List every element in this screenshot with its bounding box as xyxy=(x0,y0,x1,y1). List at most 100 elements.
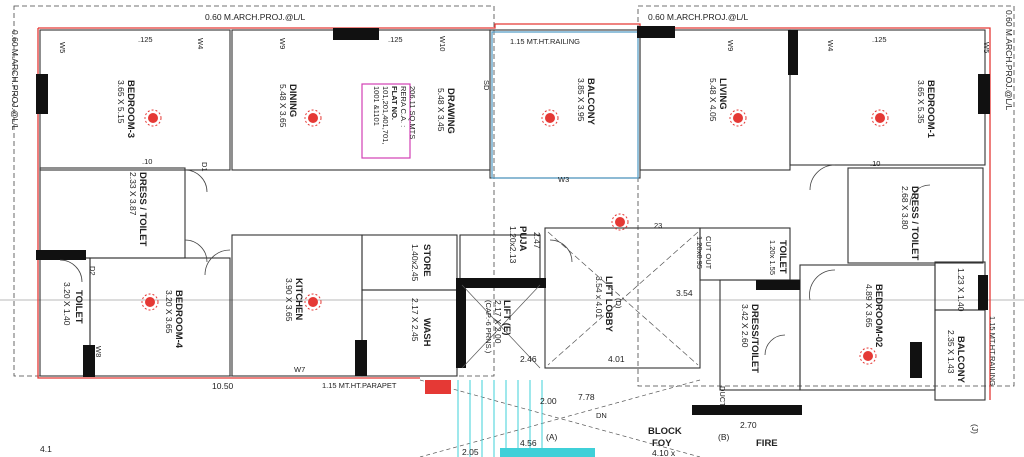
svg-text:TOILET: TOILET xyxy=(777,240,788,274)
projection-label-top-left: 0.60 M.ARCH.PROJ.@L/L xyxy=(205,12,306,22)
svg-text:2.17 X 2.00: 2.17 X 2.00 xyxy=(493,300,503,344)
svg-text:(CAP.-6 PRNS.): (CAP.-6 PRNS.) xyxy=(484,300,493,354)
projection-label-left: 0.60 M.ARCH.PROJ.@L/L xyxy=(10,30,20,131)
dimension-3-54: 3.54 xyxy=(676,288,693,298)
svg-text:4.89 X 3.65: 4.89 X 3.65 xyxy=(864,284,874,328)
room-bedroom-3: BEDROOM-3 3.65 X 5.15 xyxy=(116,80,136,138)
svg-text:1.20x 1.55: 1.20x 1.55 xyxy=(768,240,777,275)
svg-text:101,201,401,701,: 101,201,401,701, xyxy=(381,86,390,144)
svg-text:1.23 X 1.40: 1.23 X 1.40 xyxy=(956,268,966,312)
svg-text:BEDROOM-1: BEDROOM-1 xyxy=(925,80,936,139)
svg-text:LIFT (E): LIFT (E) xyxy=(501,300,512,335)
dimension-2-00: 2.00 xyxy=(540,396,557,406)
room-lift-lobby: LIFT LOBBY 3.54 x 4.01 (D) xyxy=(594,276,623,333)
light-icon xyxy=(308,297,318,307)
dimension-125: .125 xyxy=(138,35,153,44)
svg-text:206.11 SQ.MTS: 206.11 SQ.MTS xyxy=(408,86,417,139)
boundary-red-left xyxy=(37,28,420,379)
dimension-2-05: 2.05 xyxy=(462,447,479,457)
light-icon xyxy=(733,113,743,123)
svg-text:1.20x2.13: 1.20x2.13 xyxy=(508,226,518,264)
svg-text:1.20x0.95: 1.20x0.95 xyxy=(695,236,704,269)
svg-text:5.48 X 3.45: 5.48 X 3.45 xyxy=(436,88,446,132)
duct-label: DUCT xyxy=(718,386,727,407)
svg-text:3.65 X 5.35: 3.65 X 5.35 xyxy=(916,80,926,124)
svg-text:3.20 X 3.65: 3.20 X 3.65 xyxy=(164,290,174,334)
dimension-125-b: .125 xyxy=(388,35,403,44)
dimension-10-b: .10 xyxy=(870,159,880,168)
svg-text:BEDROOM-3: BEDROOM-3 xyxy=(125,80,136,138)
left-bottom-number: 4.1 xyxy=(40,444,52,454)
tag-b: (B) xyxy=(718,432,730,442)
room-kitchen: KITCHEN 3.90 X 3.65 xyxy=(284,278,304,322)
svg-text:RERA C.A. :: RERA C.A. : xyxy=(399,86,408,127)
flat-info-box xyxy=(361,83,411,159)
dimension-2-70: 2.70 xyxy=(740,420,757,430)
svg-text:3.85 X 3.95: 3.85 X 3.95 xyxy=(576,78,586,122)
staircase xyxy=(457,380,595,457)
svg-text:DRAWING: DRAWING xyxy=(445,88,456,134)
boundary-red xyxy=(38,23,991,400)
svg-text:STORE: STORE xyxy=(421,244,432,277)
window-tag-w5-right: W5 xyxy=(982,42,991,53)
svg-text:BALCONY: BALCONY xyxy=(585,78,596,126)
parapet-label: 1.15 MT.HT.PARAPET xyxy=(322,381,397,390)
door-tag-d1: D1 xyxy=(200,162,209,172)
svg-text:DINING: DINING xyxy=(287,84,298,117)
flat-info-text: FLAT NO. 101,201,401,701, 1001 &1101 RER… xyxy=(372,86,417,144)
room-cutout: CUT OUT 1.20x0.95 xyxy=(695,236,713,270)
wall-blocks xyxy=(36,26,990,415)
svg-text:2.35 X 1.43: 2.35 X 1.43 xyxy=(946,330,956,374)
room-living: LIVING 5.48 X 4.05 xyxy=(708,78,728,122)
svg-text:3.54 x 4.01: 3.54 x 4.01 xyxy=(594,276,604,318)
dimension-125-c: .125 xyxy=(872,35,887,44)
svg-text:DRESS / TOILET: DRESS / TOILET xyxy=(137,172,148,246)
light-icon xyxy=(308,113,318,123)
light-icon xyxy=(863,351,873,361)
svg-text:BEDROOM-4: BEDROOM-4 xyxy=(173,290,184,349)
room-toilet-right: TOILET 1.20x 1.55 xyxy=(768,240,788,275)
room-dress-left: DRESS / TOILET 2.33 X 3.87 xyxy=(128,172,148,246)
svg-text:FLAT NO.: FLAT NO. xyxy=(390,86,399,120)
room-balcony-right: BALCONY 2.35 X 1.43 xyxy=(946,330,966,384)
foy-label: FOY xyxy=(652,438,672,449)
tag-j: (J) xyxy=(970,424,980,434)
lift-lobby-lines xyxy=(419,231,701,457)
room-bedroom-1: BEDROOM-1 3.65 X 5.35 xyxy=(916,80,936,139)
svg-text:5.48 X 3.65: 5.48 X 3.65 xyxy=(278,84,288,128)
balcony-outline xyxy=(491,31,639,179)
room-dining: DINING 5.48 X 3.65 xyxy=(278,84,298,128)
svg-text:1001 &1101: 1001 &1101 xyxy=(372,86,381,126)
light-icon xyxy=(145,297,155,307)
window-tag-w8: W8 xyxy=(94,346,103,357)
fire-label: FIRE xyxy=(756,438,778,449)
dimension-4-56: 4.56 xyxy=(520,438,537,448)
projection-label-top-right: 0.60 M.ARCH.PROJ.@L/L xyxy=(648,12,749,22)
svg-text:BEDROOM-02: BEDROOM-02 xyxy=(873,284,884,347)
room-bedroom-02: BEDROOM-02 4.89 X 3.65 xyxy=(864,284,884,347)
dimension-10-50: 10.50 xyxy=(212,381,234,391)
light-icon xyxy=(615,217,625,227)
room-lift: LIFT (E) 2.17 X 2.00 (CAP.-6 PRNS.) xyxy=(484,300,512,354)
svg-text:PUJA: PUJA xyxy=(517,226,528,251)
room-dress-center: DRESS/TOILET 3.42 X 2.60 xyxy=(740,304,760,373)
dimension-23: 23 xyxy=(654,221,662,230)
window-tag-w5: W5 xyxy=(58,42,67,53)
room-dress-right: DRESS / TOILET 2.68 X 3.80 xyxy=(900,186,920,260)
svg-text:3.42 X 2.60: 3.42 X 2.60 xyxy=(740,304,750,348)
room-balcony-top: BALCONY 3.85 X 3.95 xyxy=(576,78,596,126)
svg-text:2.17 X 2.45: 2.17 X 2.45 xyxy=(410,298,420,342)
room-wash: WASH 2.17 X 2.45 xyxy=(410,298,432,347)
light-icon xyxy=(875,113,885,123)
light-icon xyxy=(148,113,158,123)
svg-text:LIFT LOBBY: LIFT LOBBY xyxy=(603,276,614,333)
svg-text:2.68 X 3.80: 2.68 X 3.80 xyxy=(900,186,910,230)
railing-label-right: 1.15 MT.HT.RAILING xyxy=(988,316,997,386)
svg-text:LIVING: LIVING xyxy=(717,78,728,110)
dimension-10: .10 xyxy=(142,157,152,166)
tag-a: (A) xyxy=(546,432,558,442)
room-duct-right: 1.23 X 1.40 xyxy=(956,268,966,312)
projection-label-right: 0.60 M.ARCH.PROJ.@L/L xyxy=(1004,10,1014,111)
window-tag-w10: W10 xyxy=(438,36,447,51)
